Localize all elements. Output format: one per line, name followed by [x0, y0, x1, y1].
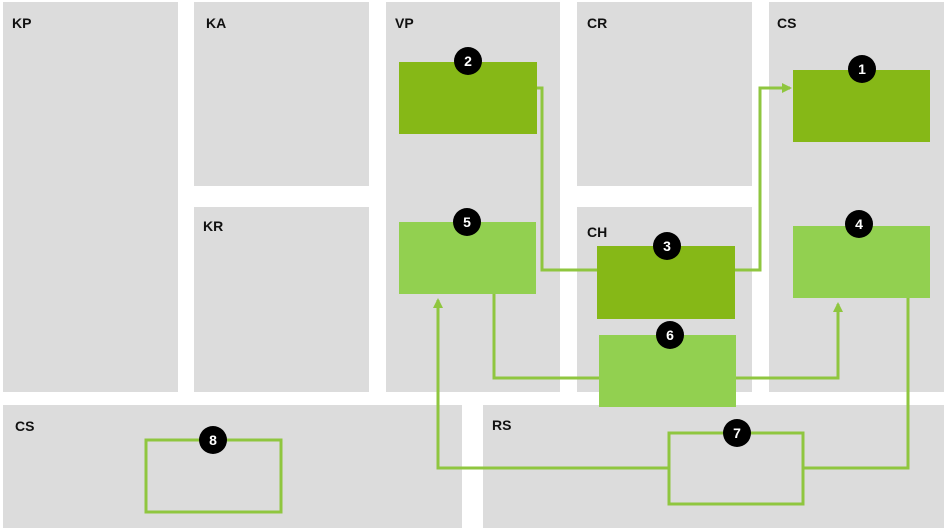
connector-5-to-6	[492, 294, 599, 380]
badge-7-number: 7	[733, 425, 741, 441]
region-vp-label: VP	[395, 15, 414, 31]
region-kr-label: KR	[203, 218, 223, 234]
region-ka-label: KA	[206, 15, 226, 31]
badge-5-number: 5	[463, 214, 471, 230]
badge-2-number: 2	[464, 53, 472, 69]
badge-4-number: 4	[855, 216, 863, 232]
connector-4-to-7	[803, 298, 910, 470]
badge-1-number: 1	[858, 61, 866, 77]
connector-6-to-4	[736, 302, 843, 380]
region-cr-label: CR	[587, 15, 607, 31]
badge-2: 2	[454, 47, 482, 75]
region-cr-panel	[577, 2, 752, 186]
badge-3-number: 3	[663, 238, 671, 254]
process-box-4	[793, 226, 930, 298]
badge-4: 4	[845, 210, 873, 238]
region-rs-label: RS	[492, 417, 511, 433]
region-kr-panel	[194, 207, 369, 392]
region-cs-bottom-label: CS	[15, 418, 34, 434]
badge-6-number: 6	[666, 327, 674, 343]
connector-lines	[433, 83, 910, 470]
region-kp-panel	[3, 2, 178, 392]
badge-5: 5	[453, 208, 481, 236]
badge-6: 6	[656, 321, 684, 349]
connector-3-to-1	[735, 83, 792, 272]
badge-8-number: 8	[209, 432, 217, 448]
badge-1: 1	[848, 55, 876, 83]
badge-7: 7	[723, 419, 751, 447]
badge-8: 8	[199, 426, 227, 454]
connector-7-to-5	[433, 298, 669, 470]
region-kp-label: KP	[12, 15, 31, 31]
connector-2-to-3	[537, 86, 597, 272]
badge-3: 3	[653, 232, 681, 260]
region-cs-bottom-panel	[3, 405, 462, 528]
region-ch-label: CH	[587, 224, 607, 240]
region-cs-top-label: CS	[777, 15, 796, 31]
region-ka-panel	[194, 2, 369, 186]
